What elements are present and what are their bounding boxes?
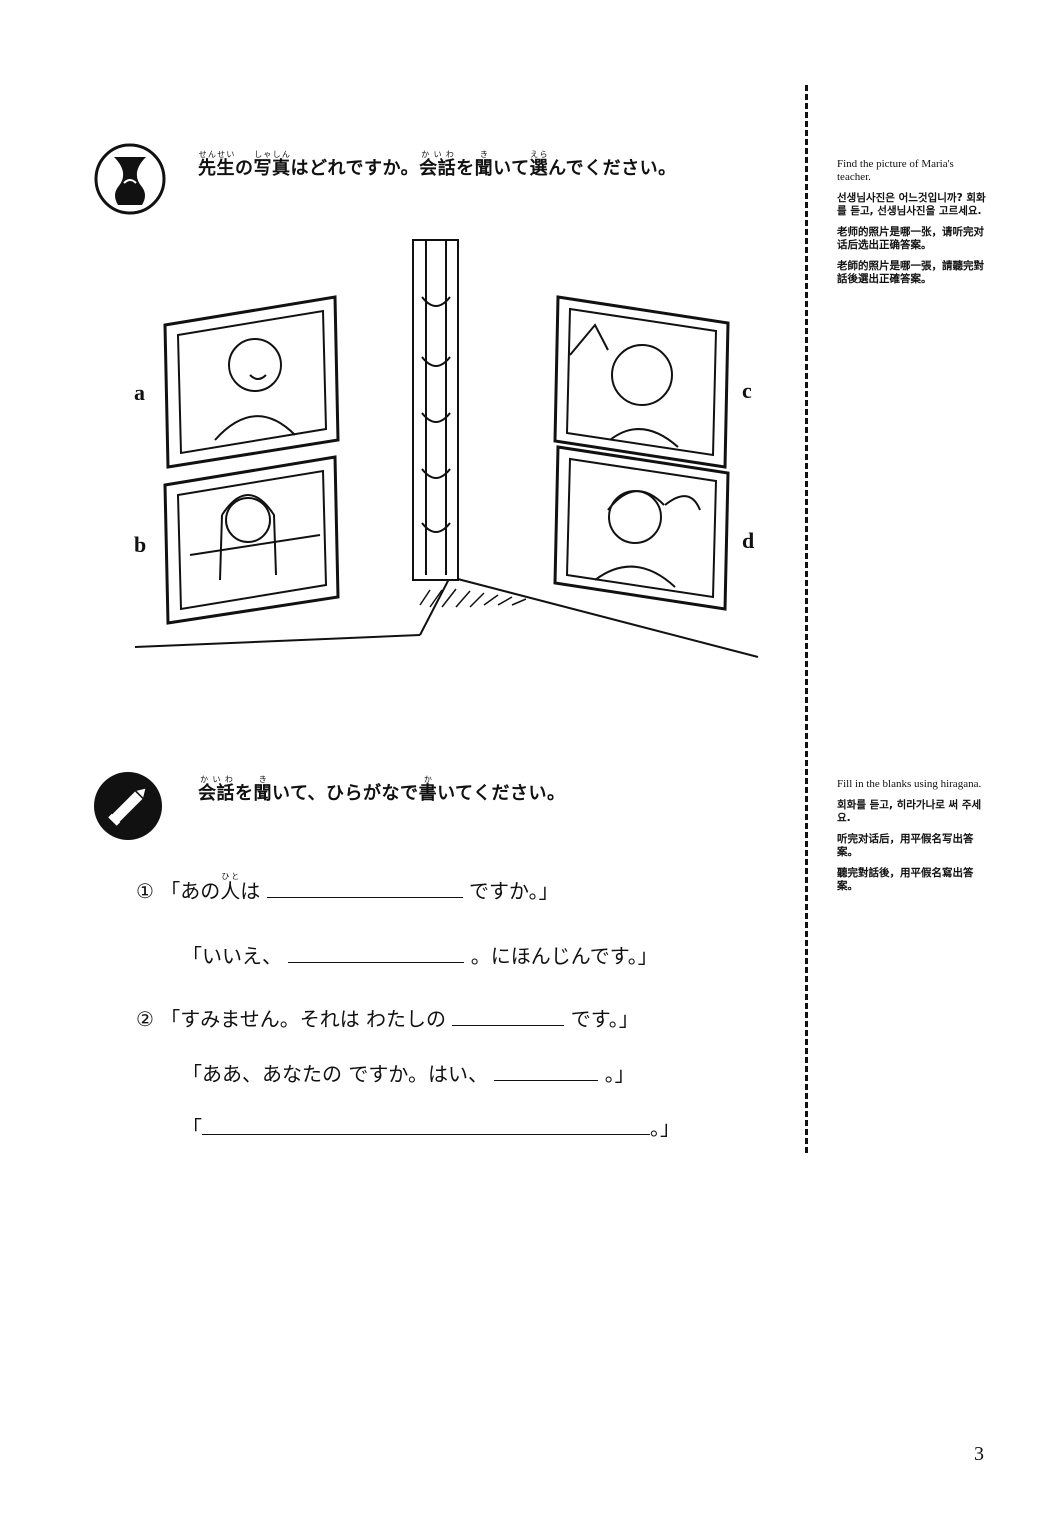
- question-1-line-2: 「いいえ、 。にほんじんです。」: [182, 944, 658, 968]
- side-note-zh-traditional: 老師的照片是哪一張，請聽完對話後選出正確答案。: [837, 260, 984, 285]
- answer-blank-1a[interactable]: [266, 879, 463, 898]
- instruction-text: を: [235, 783, 254, 804]
- instruction-ruby: 聞き: [253, 775, 273, 804]
- instruction-text: んでください。: [548, 158, 677, 179]
- binder-rings: [421, 296, 451, 533]
- side-note-en: Find the picture of Maria's teacher.: [837, 158, 954, 183]
- instruction-text: の: [235, 158, 254, 179]
- side-note-zh-simplified: 老师的照片是哪一张，请听完对话后选出正确答案。: [837, 226, 984, 251]
- cut-line: [805, 85, 808, 1153]
- section2-instruction: 会話かいわを聞きいて、ひらがなで書かいてください。: [198, 775, 565, 805]
- instruction-text: はどれですか。: [290, 158, 420, 179]
- photo-label-a[interactable]: a: [134, 380, 145, 405]
- answer-blank-2b[interactable]: [494, 1062, 599, 1081]
- instruction-ruby: 会話かいわ: [198, 775, 235, 804]
- instruction-ruby: 会話かいわ: [419, 150, 457, 179]
- photo-b: [163, 455, 340, 625]
- instruction-ruby: 写真しゃしん: [253, 150, 291, 179]
- question-1-line-1: ① 「あの人ひとは ですか。」: [136, 872, 559, 903]
- photo-album-illustration: [134, 239, 759, 658]
- photo-label-d[interactable]: d: [742, 528, 755, 553]
- question-2-line-3: 「。」: [182, 1116, 680, 1140]
- instruction-text: を: [456, 158, 475, 179]
- side-note-zh-traditional: 聽完對話後，用平假名寫出答案。: [837, 867, 974, 892]
- photo-label-b[interactable]: b: [134, 532, 147, 557]
- instruction-text: いて: [493, 158, 530, 179]
- listening-icon: [94, 143, 166, 215]
- side-note-kr: 선생님사진은 어느것입니까? 회화를 듣고, 선생님사진을 고르세요.: [837, 192, 986, 217]
- side-notes-1: Find the picture of Maria's teacher. 선생님…: [837, 158, 987, 294]
- page-number: 3: [974, 1443, 984, 1465]
- photo-a: [163, 295, 340, 469]
- instruction-ruby: 書か: [418, 775, 438, 804]
- instruction-ruby: 先生せんせい: [198, 150, 235, 179]
- instruction-ruby: 選えら: [529, 150, 549, 179]
- answer-blank-2a[interactable]: [452, 1007, 565, 1026]
- kanji-with-ruby: 人ひと: [220, 872, 241, 903]
- side-note-zh-simplified: 听完对话后，用平假名写出答案。: [837, 833, 974, 858]
- question-2-line-1: ② 「すみません。それは わたしの です。」: [136, 1007, 639, 1031]
- pencil-icon: [94, 772, 162, 840]
- answer-blank-2c[interactable]: [202, 1116, 650, 1135]
- photo-c: [553, 295, 730, 469]
- question-2-line-2: 「ああ、あなたの ですか。はい、 。」: [182, 1062, 635, 1086]
- section1-instruction: 先生せんせいの写真しゃしんはどれですか。会話かいわを聞きいて選えらんでください。: [198, 150, 677, 180]
- answer-blank-1b[interactable]: [288, 944, 465, 963]
- question-number: ①: [136, 879, 154, 903]
- instruction-ruby: 聞き: [474, 150, 494, 179]
- photo-label-c[interactable]: c: [742, 378, 752, 403]
- question-number: ②: [136, 1007, 154, 1031]
- photo-d: [553, 445, 730, 611]
- instruction-text: いてください。: [437, 783, 566, 804]
- side-notes-2: Fill in the blanks using hiragana. 회화를 듣…: [837, 778, 987, 901]
- side-note-kr: 회화를 듣고, 히라가나로 써 주세요.: [837, 799, 982, 824]
- instruction-text: いて、ひらがなで: [272, 783, 419, 804]
- side-note-en: Fill in the blanks using hiragana.: [837, 778, 982, 790]
